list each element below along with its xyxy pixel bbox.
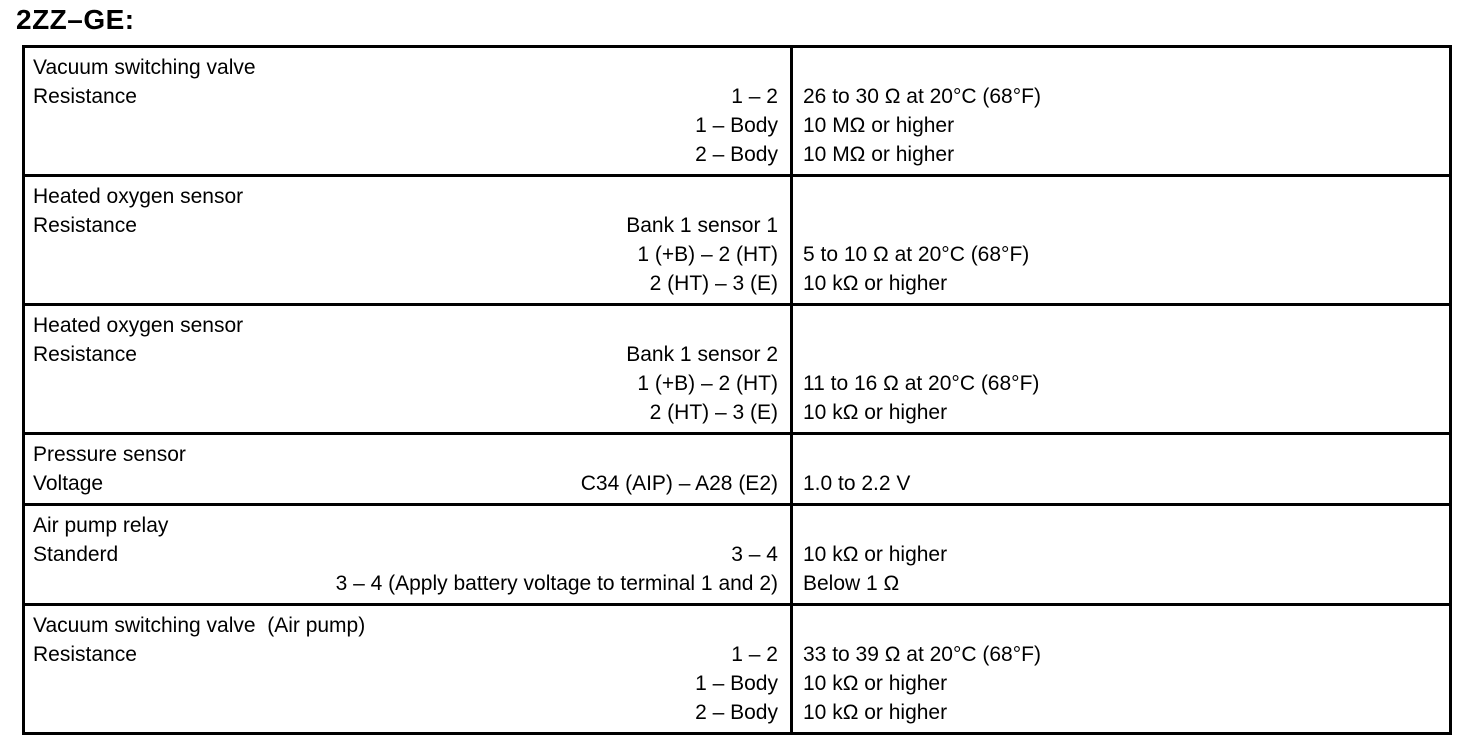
component-label: Resistance <box>33 643 137 666</box>
component-line: 2 (HT) – 3 (E) <box>33 398 778 427</box>
component-label: Vacuum switching valve <box>33 56 256 79</box>
component-line: 3 – 4 (Apply battery voltage to terminal… <box>33 569 778 598</box>
spec-value <box>803 311 1441 340</box>
terminal-label: C34 (AIP) – A28 (E2) <box>580 472 778 495</box>
component-label: Resistance <box>33 214 137 237</box>
spec-value: 10 MΩ or higher <box>803 143 955 166</box>
spec-value: 5 to 10 Ω at 20°C (68°F) <box>803 243 1030 266</box>
spec-value <box>803 511 1441 540</box>
component-line: 1 – Body <box>33 111 778 140</box>
spec-value <box>803 53 1441 82</box>
spec-value: 10 kΩ or higher <box>803 672 948 695</box>
component-label: Heated oxygen sensor <box>33 185 244 208</box>
component-label: Air pump relay <box>33 514 169 537</box>
component-line: Heated oxygen sensor <box>33 311 778 340</box>
spec-value: 10 kΩ or higher <box>803 401 948 424</box>
component-label: Resistance <box>33 85 137 108</box>
terminal-label: 2 (HT) – 3 (E) <box>649 272 778 295</box>
terminal-label: 1 – 2 <box>731 643 778 666</box>
component-line: Resistance Bank 1 sensor 2 <box>33 340 778 369</box>
spec-value: 33 to 39 Ω at 20°C (68°F) <box>803 643 1041 666</box>
terminal-label: 3 – 4 (Apply battery voltage to terminal… <box>335 572 778 595</box>
component-line: Pressure sensor <box>33 440 778 469</box>
spec-value: Below 1 Ω <box>803 572 900 595</box>
spec-value <box>803 182 1441 211</box>
component-label: Standerd <box>33 543 119 566</box>
terminal-label: 2 (HT) – 3 (E) <box>649 401 778 424</box>
terminal-label: Bank 1 sensor 1 <box>626 214 778 237</box>
component-label: Resistance <box>33 343 137 366</box>
component-label: Pressure sensor <box>33 443 186 466</box>
terminal-label: 3 – 4 <box>731 543 778 566</box>
spec-cell: 26 to 30 Ω at 20°C (68°F) 10 MΩ or higher… <box>793 48 1449 174</box>
spec-value: 10 kΩ or higher <box>803 701 948 724</box>
component-line: Resistance Bank 1 sensor 1 <box>33 211 778 240</box>
component-line: 1 (+B) – 2 (HT) <box>33 240 778 269</box>
terminal-label: 1 (+B) – 2 (HT) <box>637 243 778 266</box>
terminal-label: 1 – Body <box>695 672 778 695</box>
spec-cell: 5 to 10 Ω at 20°C (68°F) 10 kΩ or higher <box>793 177 1449 303</box>
terminal-label: 2 – Body <box>695 143 778 166</box>
component-line: Air pump relay <box>33 511 778 540</box>
component-cell: Vacuum switching valve (Air pump) Resista… <box>25 606 793 732</box>
spec-cell: 33 to 39 Ω at 20°C (68°F) 10 kΩ or higher… <box>793 606 1449 732</box>
component-label: Voltage <box>33 472 104 495</box>
spec-value: 10 kΩ or higher <box>803 543 948 566</box>
spec-cell: 1.0 to 2.2 V <box>793 435 1449 503</box>
component-line: 1 (+B) – 2 (HT) <box>33 369 778 398</box>
component-line: 1 – Body <box>33 669 778 698</box>
component-line: Vacuum switching valve (Air pump) <box>33 611 778 640</box>
component-line: Vacuum switching valve <box>33 53 778 82</box>
spec-value <box>803 340 1441 369</box>
component-line: 2 – Body <box>33 698 778 727</box>
component-label: Heated oxygen sensor <box>33 314 244 337</box>
component-label: Vacuum switching valve (Air pump) <box>33 614 366 637</box>
spec-value <box>803 440 1441 469</box>
terminal-label: 1 – 2 <box>731 85 778 108</box>
spec-value: 1.0 to 2.2 V <box>803 472 911 495</box>
spec-value: 10 MΩ or higher <box>803 114 955 137</box>
terminal-label: 1 – Body <box>695 114 778 137</box>
component-line: Standerd 3 – 4 <box>33 540 778 569</box>
terminal-label: 2 – Body <box>695 701 778 724</box>
component-line: Voltage C34 (AIP) – A28 (E2) <box>33 469 778 498</box>
spec-value <box>803 211 1441 240</box>
spec-value: 10 kΩ or higher <box>803 272 948 295</box>
component-line: Resistance 1 – 2 <box>33 82 778 111</box>
table-row: Vacuum switching valve (Air pump) Resista… <box>25 603 1449 732</box>
page-title: 2ZZ–GE: <box>16 4 135 35</box>
component-line: 2 – Body <box>33 140 778 169</box>
spec-value: 26 to 30 Ω at 20°C (68°F) <box>803 85 1041 108</box>
terminal-label: Bank 1 sensor 2 <box>626 343 778 366</box>
spec-cell: 11 to 16 Ω at 20°C (68°F) 10 kΩ or higher <box>793 306 1449 432</box>
component-line: Resistance 1 – 2 <box>33 640 778 669</box>
component-line: 2 (HT) – 3 (E) <box>33 269 778 298</box>
terminal-label: 1 (+B) – 2 (HT) <box>637 372 778 395</box>
spec-value <box>803 611 1441 640</box>
component-line: Heated oxygen sensor <box>33 182 778 211</box>
spec-value: 11 to 16 Ω at 20°C (68°F) <box>803 372 1040 395</box>
